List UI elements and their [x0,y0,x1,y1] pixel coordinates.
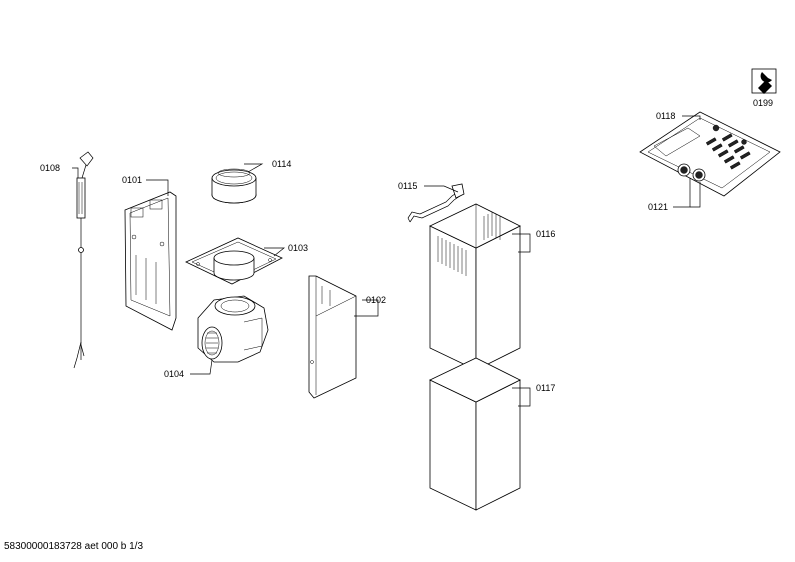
wrench-service-icon[interactable] [751,68,777,94]
part-label-0118: 0118 [656,111,675,121]
leader-lines [72,115,701,407]
part-label-0116: 0116 [536,229,555,239]
part-label-0104: 0104 [164,369,184,379]
part-label-0121: 0121 [648,202,668,212]
part-label-0117: 0117 [536,383,555,393]
part-label-0102: 0102 [366,295,386,305]
side-bracket-part[interactable] [308,275,357,399]
power-cable-part[interactable] [73,151,94,369]
part-label-0103: 0103 [288,243,308,253]
mounting-plate-part[interactable] [185,237,283,285]
ring-collar-part[interactable] [211,168,257,204]
lower-chimney-part[interactable] [429,357,521,511]
part-label-0114: 0114 [272,159,291,169]
back-frame-panel-part[interactable] [124,191,177,331]
blower-motor-part[interactable] [197,295,269,363]
part-label-0199: 0199 [753,98,773,108]
part-label-0115: 0115 [398,181,417,191]
document-footer-code: 58300000183728 aet 000 b 1/3 [4,541,144,552]
upper-chimney-part[interactable] [429,203,521,371]
clip-bracket-part[interactable] [407,183,465,223]
part-label-0108: 0108 [40,163,60,173]
accessory-bag-part[interactable] [639,111,781,197]
part-label-0101: 0101 [122,175,142,185]
